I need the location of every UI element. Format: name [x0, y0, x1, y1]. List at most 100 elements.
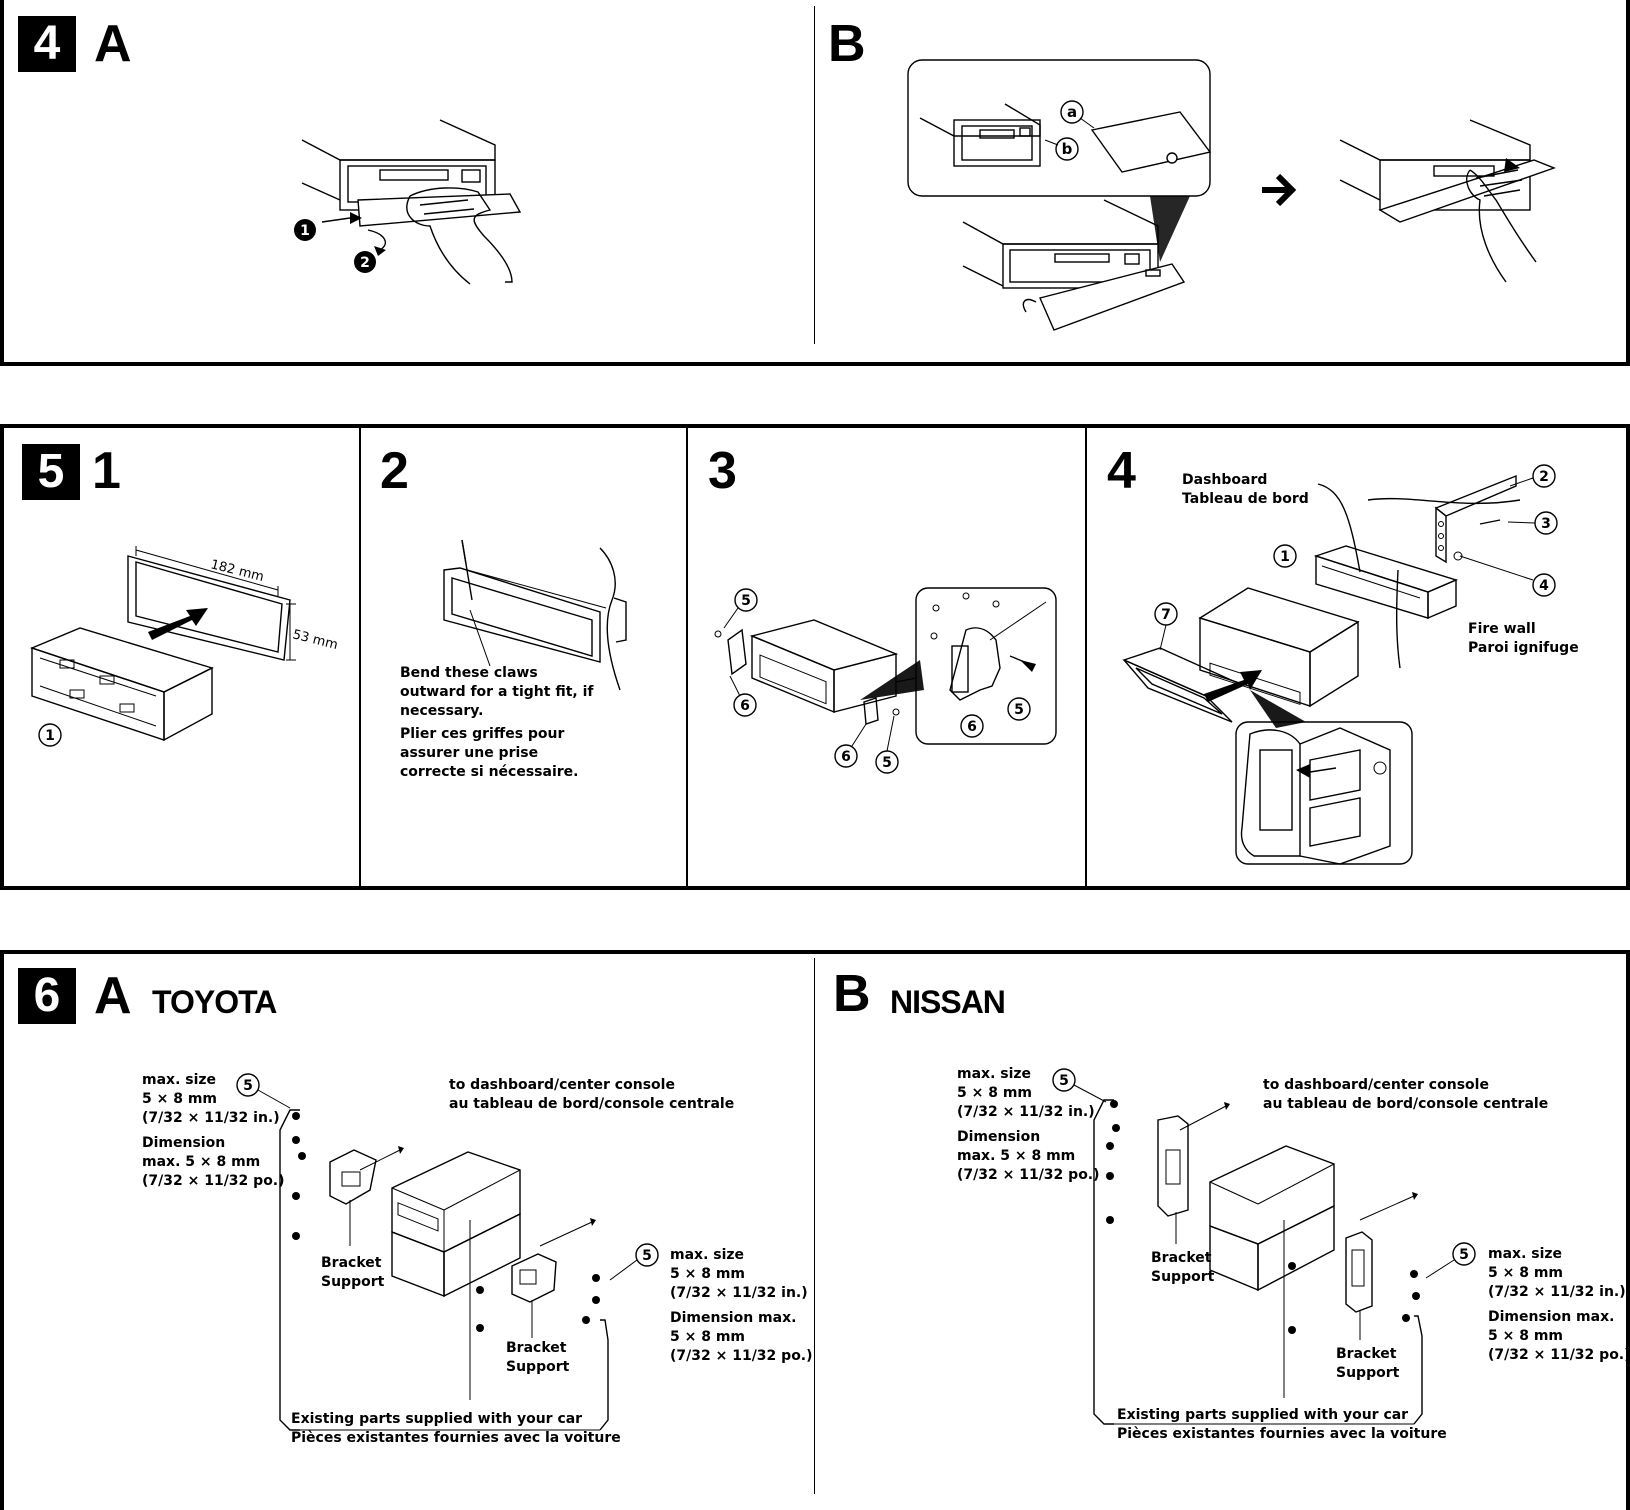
firewall-bracket-illustration [1434, 474, 1517, 564]
size-right-fr-dims: 5 × 8 mm [670, 1329, 746, 1345]
note-en-line-1: Bend these claws [400, 665, 538, 681]
size-top-fr: Dimension [957, 1129, 1041, 1145]
panel-4a-letter: A [94, 15, 132, 73]
insert-arrow-icon [148, 608, 208, 640]
note-fr-line-3: correcte si nécessaire. [400, 764, 579, 780]
nissan-bracket-diagram [1093, 1099, 1423, 1425]
to-dash-fr: au tableau de bord/console centrale [1263, 1096, 1549, 1112]
firewall-label: Fire wall Paroi ignifuge [1468, 620, 1579, 658]
size-right-po: (7/32 × 11/32 po.) [1488, 1347, 1630, 1363]
trim-frame-illustration [127, 546, 296, 661]
unit-4a-illustration [301, 119, 522, 285]
size-top-po: (7/32 × 11/32 po.) [957, 1167, 1100, 1183]
bracket-fr: Support [506, 1359, 570, 1375]
step3-part-6b: 6 [841, 749, 851, 765]
nissan-part-5-marker [1052, 1068, 1107, 1103]
dashboard-label: Dashboard Tableau de bord [1182, 471, 1309, 509]
section-5-divider-3 [1085, 426, 1087, 888]
panel-6b-letter: B [833, 965, 871, 1023]
existing-fr: Pièces existantes fournies avec la voitu… [1117, 1426, 1447, 1442]
unit-step4-illustration [1198, 587, 1360, 708]
step-2-label: 2 [360, 255, 370, 271]
step3-part-5c: 5 [1014, 702, 1024, 718]
size-top-fr-dims: max. 5 × 8 mm [142, 1154, 261, 1170]
step4-part-1: 1 [1280, 549, 1290, 565]
panel-4b-letter: B [828, 15, 866, 73]
bracket-fr: Support [321, 1274, 385, 1290]
nissan-bracket-right: Bracket Support [1336, 1345, 1399, 1383]
inset-4b-illustration [907, 59, 1212, 197]
size-right-dims: 5 × 8 mm [670, 1266, 746, 1282]
step3-part-5b: 5 [882, 755, 892, 771]
callout-a-marker [1060, 100, 1095, 129]
toyota-bracket-diagram [279, 1109, 609, 1431]
inset-step3 [860, 587, 1057, 745]
bracket-en: Bracket [506, 1340, 567, 1356]
existing-en: Existing parts supplied with your car [291, 1411, 583, 1427]
dashboard-en: Dashboard [1182, 472, 1268, 488]
section-5-illustrations: 182 mm 53 mm 1 [30, 464, 1558, 865]
nissan-screws [1106, 1100, 1420, 1334]
bracket-fr: Support [1151, 1269, 1215, 1285]
step4-part-markers [1154, 464, 1558, 651]
inset-step4 [1235, 721, 1413, 865]
size-right-inches: (7/32 × 11/32 in.) [670, 1285, 808, 1301]
to-dash-en: to dashboard/center console [449, 1077, 675, 1093]
size-top-dims: 5 × 8 mm [142, 1091, 218, 1107]
callout-b-marker [1044, 137, 1079, 161]
nissan-part-5-label: 5 [1059, 1073, 1069, 1089]
dashboard-sleeve-illustration [1313, 483, 1521, 669]
existing-en: Existing parts supplied with your car [1117, 1407, 1409, 1423]
mounting-sleeve-illustration [30, 627, 214, 742]
existing-fr: Pièces existantes fournies avec la voitu… [291, 1430, 621, 1446]
nissan-bracket-left: Bracket Support [1151, 1249, 1214, 1287]
panel-6a-letter: A [94, 967, 132, 1025]
unit-4b-right-illustration [1339, 119, 1556, 283]
nissan-size-right: max. size 5 × 8 mm (7/32 × 11/32 in.) Di… [1488, 1245, 1630, 1365]
firewall-en: Fire wall [1468, 621, 1536, 637]
section-4-divider [814, 6, 815, 344]
bracket-en: Bracket [1336, 1346, 1397, 1362]
nissan-size-top: max. size 5 × 8 mm (7/32 × 11/32 in.) Di… [957, 1065, 1100, 1185]
size-top-inches: (7/32 × 11/32 in.) [142, 1110, 280, 1126]
size-right-fr: Dimension max. [670, 1310, 797, 1326]
note-fr-line-2: assurer une prise [400, 745, 539, 761]
note-en-line-2: outward for a tight fit, if [400, 684, 594, 700]
size-right-en: max. size [1488, 1246, 1563, 1262]
part-1-label: 1 [45, 728, 55, 744]
size-top-dims: 5 × 8 mm [957, 1085, 1033, 1101]
step-5-1-number: 1 [92, 442, 121, 500]
section-5-number: 5 [22, 444, 80, 500]
nissan-existing-parts: Existing parts supplied with your car Pi… [1117, 1406, 1447, 1444]
unit-4b-lower-illustration [962, 199, 1186, 331]
step-5-2-number: 2 [380, 442, 409, 500]
part-1-marker [38, 723, 62, 747]
to-dash-en: to dashboard/center console [1263, 1077, 1489, 1093]
step4-part-2: 2 [1539, 469, 1549, 485]
section-5-frame [0, 424, 1630, 890]
panel-6a-brand: TOYOTA [152, 984, 277, 1020]
firewall-fr: Paroi ignifuge [1468, 640, 1579, 656]
step-1-marker [294, 219, 316, 241]
panel-6b-brand: NISSAN [890, 984, 1006, 1020]
step3-part-6c: 6 [967, 719, 977, 735]
toyota-part-5-marker-right [609, 1243, 659, 1281]
toyota-to-dashboard: to dashboard/center console au tableau d… [449, 1076, 734, 1114]
size-top-en: max. size [142, 1072, 217, 1088]
size-right-po: (7/32 × 11/32 po.) [670, 1348, 813, 1364]
arrow-right-icon [1262, 173, 1297, 207]
size-top-fr: Dimension [142, 1135, 226, 1151]
insert-arrow-step4 [1204, 670, 1262, 702]
size-top-po: (7/32 × 11/32 po.) [142, 1173, 285, 1189]
bracket-en: Bracket [1151, 1250, 1212, 1266]
nissan-to-dashboard: to dashboard/center console au tableau d… [1263, 1076, 1548, 1114]
toyota-size-top: max. size 5 × 8 mm (7/32 × 11/32 in.) Di… [142, 1071, 285, 1191]
step-5-3-number: 3 [708, 442, 737, 500]
step4-part-3: 3 [1541, 516, 1551, 532]
size-right-dims: 5 × 8 mm [1488, 1265, 1564, 1281]
callout-b-label: b [1062, 140, 1073, 158]
nissan-part-5-label-right: 5 [1459, 1247, 1469, 1263]
size-right-inches: (7/32 × 11/32 in.) [1488, 1284, 1626, 1300]
toyota-screws [292, 1112, 600, 1332]
sleeve-in-dash-illustration [443, 547, 627, 691]
